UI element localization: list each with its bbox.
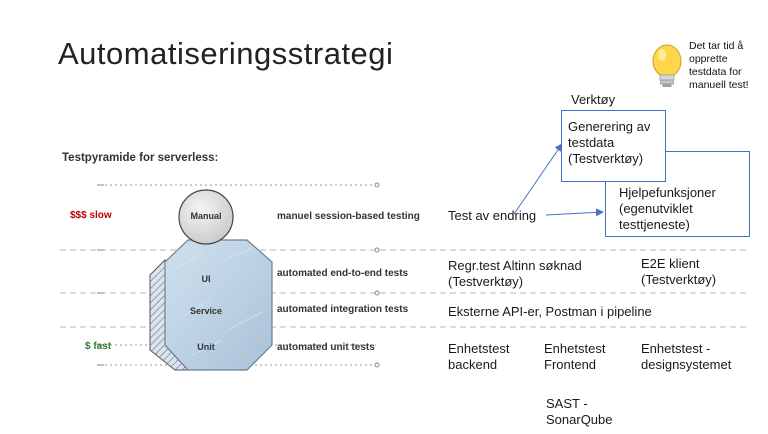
guide-endpoints (374, 182, 380, 368)
practice-service: Eksterne API-er, Postman i pipeline (448, 304, 652, 319)
tool-box-data-generation-front: Generering av testdata (Testverktøy) (561, 110, 666, 182)
arrow-to-data-generation (513, 143, 563, 215)
testing-type-integration: automated integration tests (277, 304, 409, 315)
tools-heading: Verktøy (571, 92, 616, 107)
practice-manual: Test av endring (448, 208, 537, 223)
cost-label-slow: $$$ slow (70, 210, 112, 221)
pyramid-level-ui: UI (201, 274, 211, 284)
testdata-note: Det tar tid å opprette testdata for manu… (689, 40, 749, 91)
pyramid-guides (100, 184, 376, 366)
arrow-to-helpers (545, 208, 604, 217)
testing-type-e2e: automated end-to-end tests (277, 268, 409, 279)
pyramid-level-manual: Manual (190, 211, 222, 221)
practice-sast: SAST - SonarQube (546, 396, 613, 427)
practice-unit-frontend: Enhetstest Frontend (544, 341, 606, 372)
pyramid-subtitle: Testpyramide for serverless: (62, 152, 219, 164)
testing-type-manual: manuel session-based testing (277, 211, 420, 222)
pyramid-body (164, 239, 273, 371)
manual-circle (178, 189, 234, 245)
practice-unit-backend: Enhetstest backend (448, 341, 510, 372)
cost-label-fast: $ fast (85, 341, 112, 352)
practice-unit-designsystem: Enhetstest - designsystemet (641, 341, 732, 372)
slide-title: Automatiseringsstrategi (58, 36, 394, 71)
pyramid-level-service: Service (189, 306, 223, 316)
pyramid-texture (174, 247, 263, 356)
practice-ui-regression: Regr.test Altinn søknad (Testverktøy) (448, 258, 582, 289)
tool-data-generation-text: Generering av testdata (Testverktøy) (568, 119, 651, 166)
pyramid-level-unit: Unit (197, 342, 215, 352)
tool-helpers-label: Hjelpefunksjoner (egenutviklet testtjene… (619, 185, 716, 232)
testing-type-unit: automated unit tests (277, 342, 375, 353)
lightbulb-icon (652, 44, 682, 87)
practice-ui-e2e-client: E2E klient (Testverktøy) (641, 256, 717, 287)
guide-start-ticks (97, 184, 104, 366)
